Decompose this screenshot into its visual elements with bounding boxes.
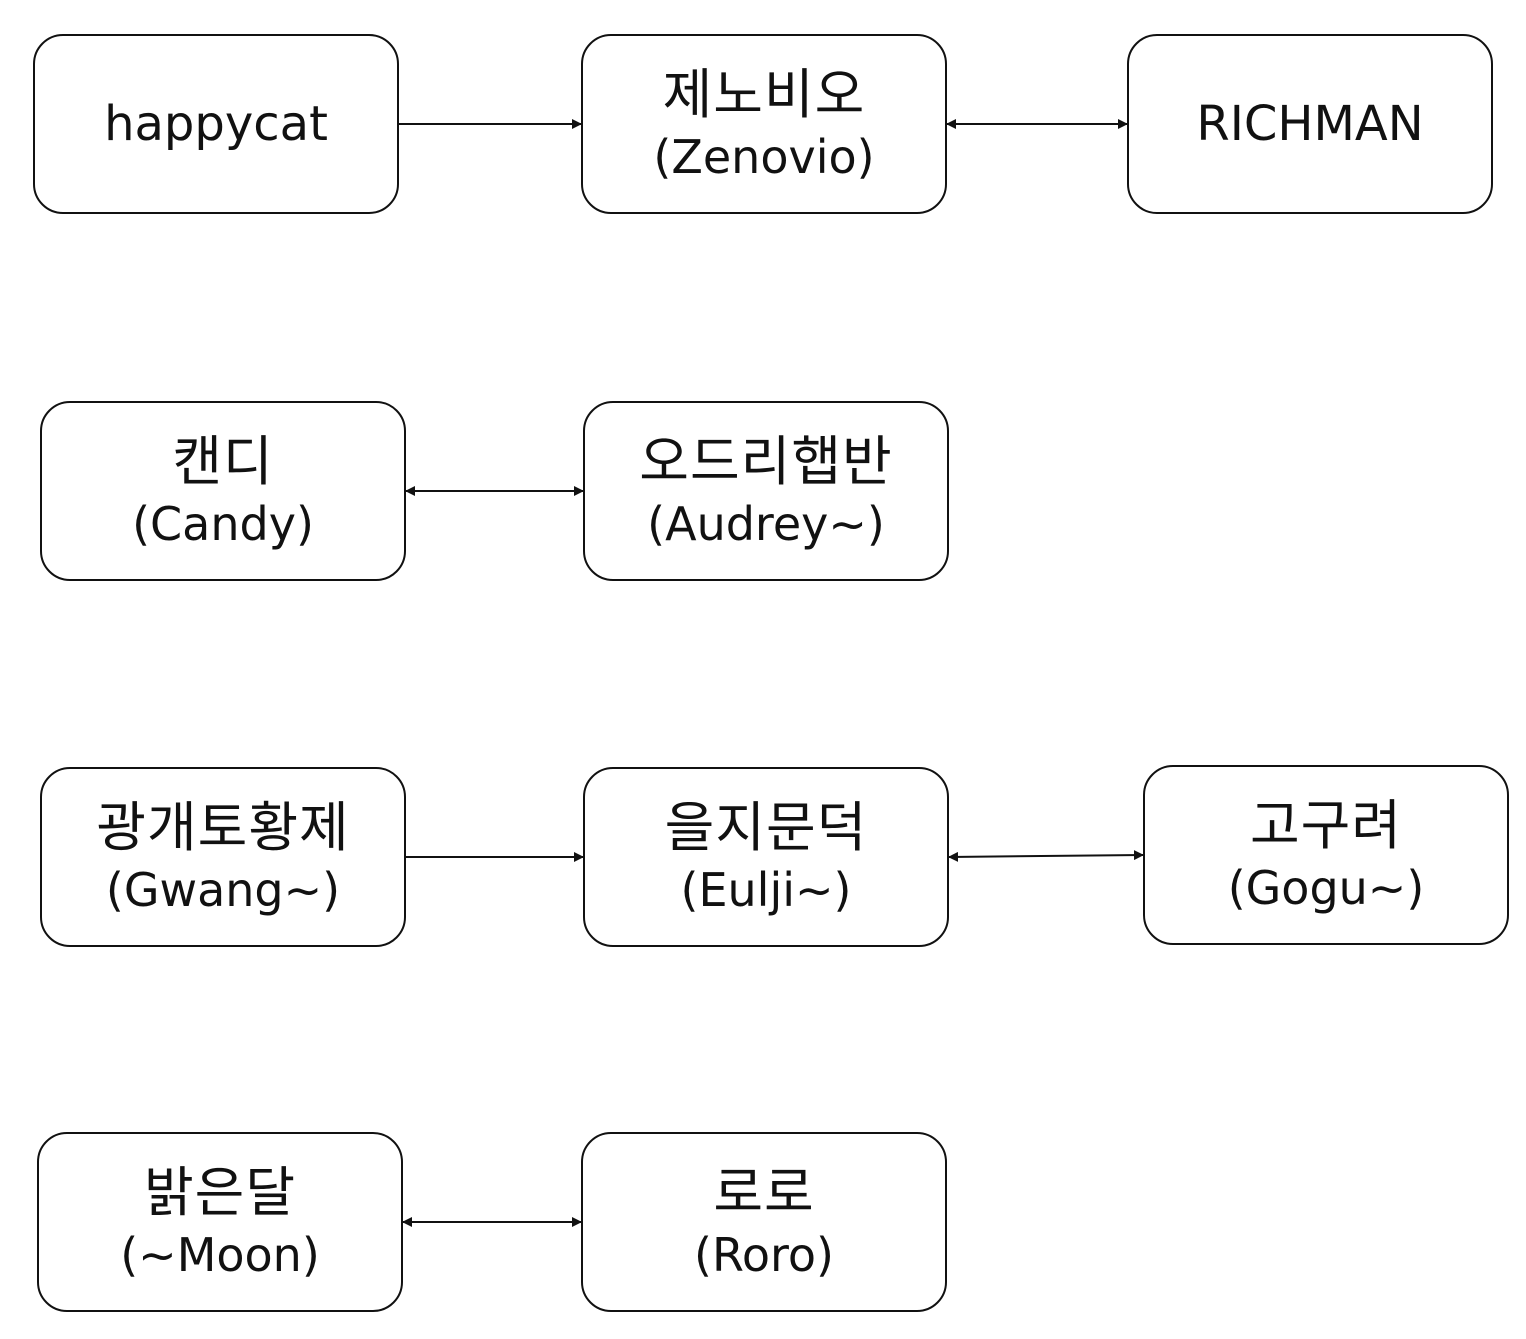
node-audrey: 오드리햅반 (Audrey~)	[583, 401, 949, 581]
node-korean-label: 을지문덕	[664, 796, 868, 859]
node-english-label: (Roro)	[694, 1228, 834, 1282]
node-english-label: (Audrey~)	[647, 497, 885, 551]
node-english-label: (Gwang~)	[105, 863, 341, 917]
node-english-label: (Eulji~)	[680, 863, 852, 917]
node-gwang: 광개토황제 (Gwang~)	[40, 767, 406, 947]
node-korean-label: 고구려	[1249, 794, 1403, 857]
node-english-label: (Gogu~)	[1227, 861, 1425, 915]
node-korean-label: 로로	[713, 1161, 815, 1224]
node-richman: RICHMAN	[1127, 34, 1493, 214]
node-korean-label: 광개토황제	[96, 796, 350, 859]
node-candy: 캔디 (Candy)	[40, 401, 406, 581]
node-moon: 밝은달 (~Moon)	[37, 1132, 403, 1312]
node-eulji: 을지문덕 (Eulji~)	[583, 767, 949, 947]
node-english-label: (Zenovio)	[653, 130, 875, 184]
node-english-label: (Candy)	[132, 497, 314, 551]
node-zenovio: 제노비오 (Zenovio)	[581, 34, 947, 214]
node-label: RICHMAN	[1196, 96, 1424, 152]
node-korean-label: 캔디	[172, 430, 274, 493]
node-roro: 로로 (Roro)	[581, 1132, 947, 1312]
edge-group	[399, 119, 1144, 1227]
node-korean-label: 밝은달	[143, 1161, 297, 1224]
edge-eulji-gogu	[948, 850, 1144, 862]
node-happycat: happycat	[33, 34, 399, 214]
node-label: happycat	[104, 96, 328, 152]
node-gogu: 고구려 (Gogu~)	[1143, 765, 1509, 945]
node-english-label: (~Moon)	[120, 1228, 320, 1282]
node-korean-label: 제노비오	[662, 63, 866, 126]
node-korean-label: 오드리햅반	[639, 430, 893, 493]
